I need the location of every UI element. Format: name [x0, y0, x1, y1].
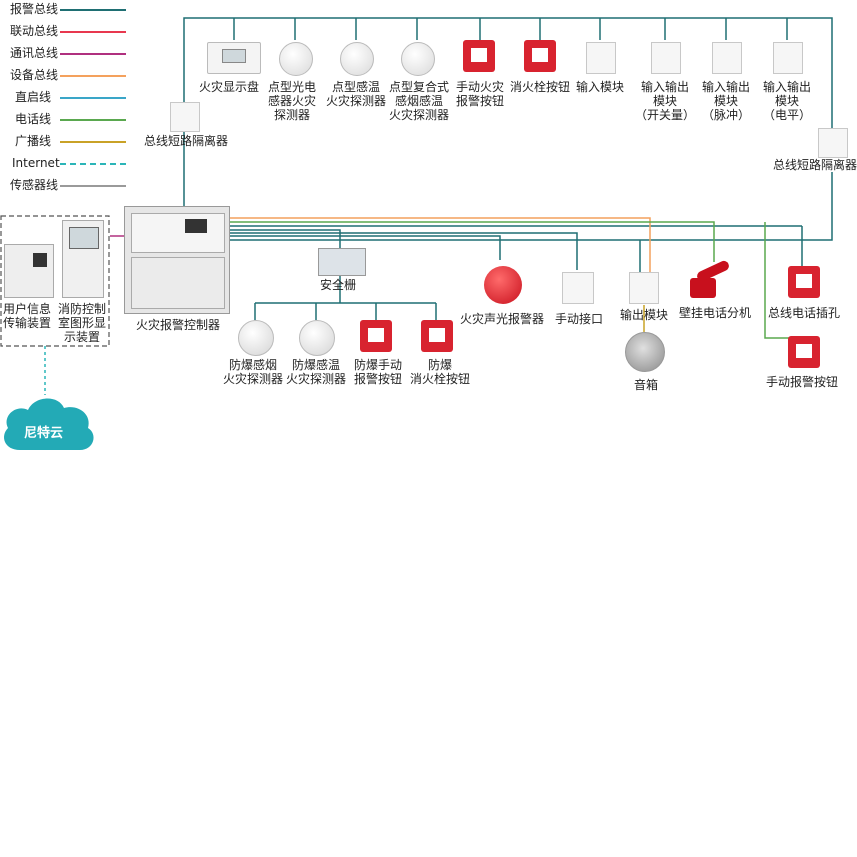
smoke-detector-icon	[279, 42, 313, 76]
io-switch-label: 输入输出 模块 （开关量）	[634, 80, 696, 122]
safety-barrier-icon	[318, 248, 366, 276]
isolator-right-icon	[818, 128, 848, 158]
output-module-label: 输出模块	[619, 308, 669, 322]
manual-button-label: 手动报警按钮	[765, 375, 839, 389]
manual-interface-icon	[562, 272, 594, 304]
legend-label-alarm-bus: 报警总线	[10, 2, 59, 16]
manual-alarm-label: 手动火灾 报警按钮	[455, 80, 505, 108]
legend-line-internet	[60, 163, 126, 165]
legend-label-comm-bus: 通讯总线	[10, 46, 59, 60]
phone-jack-icon	[788, 266, 820, 298]
input-module-icon	[586, 42, 616, 74]
ex-manual-button-icon	[360, 320, 392, 352]
legend-line-direct-line	[60, 97, 126, 99]
legend-line-alarm-bus	[60, 9, 126, 11]
speaker-icon	[625, 332, 665, 372]
composite-detector-icon	[401, 42, 435, 76]
monitoring-group-box	[0, 215, 110, 347]
barrier-wires	[254, 275, 437, 320]
manual-interface-label: 手动接口	[554, 312, 604, 326]
wall-phone-label: 壁挂电话分机	[678, 306, 752, 320]
legend-line-comm-bus	[60, 53, 126, 55]
io-module-pulse-icon	[712, 42, 742, 74]
wall-phone-icon	[686, 259, 734, 300]
control-room-label: 消防控制 室图形显 示装置	[57, 302, 107, 344]
device-bus-wire	[228, 217, 651, 272]
controller-label: 火灾报警控制器	[135, 318, 221, 332]
manual-alarm-button-icon	[463, 40, 495, 72]
isolator-left-icon	[170, 102, 200, 132]
legend-label-phone-line: 电话线	[15, 112, 52, 126]
composite-detector-label: 点型复合式 感烟感温 火灾探测器	[388, 80, 450, 122]
safety-barrier-label: 安全栅	[319, 278, 357, 292]
legend-line-device-bus	[60, 75, 126, 77]
legend-label-broadcast-line: 广播线	[15, 134, 52, 148]
ex-manual-label: 防爆手动 报警按钮	[353, 358, 403, 386]
legend-label-direct-line: 直启线	[15, 90, 52, 104]
ex-heat-detector-icon	[299, 320, 335, 356]
speaker-label: 音箱	[633, 378, 659, 392]
heat-detector-icon	[340, 42, 374, 76]
hydrant-button-label: 消火栓按钮	[509, 80, 571, 94]
legend-line-linkage-bus	[60, 31, 126, 33]
phone-wire	[228, 221, 715, 262]
ex-heat-label: 防爆感温 火灾探测器	[285, 358, 347, 386]
legend-line-sensor-line	[60, 185, 126, 187]
photo-smoke-label: 点型光电 感器火灾 探测器	[267, 80, 317, 122]
heat-detector-label: 点型感温 火灾探测器	[325, 80, 387, 108]
hydrant-button-icon	[524, 40, 556, 72]
user-info-device-icon	[4, 244, 54, 298]
fire-display-label: 火灾显示盘	[198, 80, 260, 94]
legend-label-sensor-line: 传感器线	[10, 178, 59, 192]
isolator-left-label: 总线短路隔离器	[143, 134, 229, 148]
input-module-label: 输入模块	[575, 80, 625, 94]
io-level-label: 输入输出 模块 （电平）	[762, 80, 812, 122]
manual-alarm-button-right-icon	[788, 336, 820, 368]
io-module-level-icon	[773, 42, 803, 74]
strobe-label: 火灾声光报警器	[459, 312, 545, 326]
legend-label-internet: Internet	[12, 156, 60, 170]
io-pulse-label: 输入输出 模块 （脉冲）	[701, 80, 751, 122]
right-alarm-bus	[228, 172, 833, 241]
legend-label-device-bus: 设备总线	[10, 68, 59, 82]
cloud-icon	[4, 398, 94, 450]
ex-hydrant-label: 防爆 消火栓按钮	[409, 358, 471, 386]
isolator-right-label: 总线短路隔离器	[772, 158, 857, 172]
legend-label-linkage-bus: 联动总线	[10, 24, 59, 38]
legend-line-broadcast-line	[60, 141, 126, 143]
control-room-display-icon	[62, 220, 104, 298]
phone-jack-label: 总线电话插孔	[767, 306, 841, 320]
io-module-switch-icon	[651, 42, 681, 74]
ex-hydrant-button-icon	[421, 320, 453, 352]
ex-smoke-label: 防爆感烟 火灾探测器	[222, 358, 284, 386]
user-info-label: 用户信息 传输装置	[2, 302, 52, 330]
cloud-label: 尼特云	[24, 426, 64, 441]
ex-smoke-detector-icon	[238, 320, 274, 356]
output-module-icon	[629, 272, 659, 304]
strobe-alarm-icon	[484, 266, 522, 304]
fire-alarm-controller-icon	[124, 206, 230, 314]
fire-display-panel-icon	[207, 42, 261, 74]
legend-line-phone-line	[60, 119, 126, 121]
